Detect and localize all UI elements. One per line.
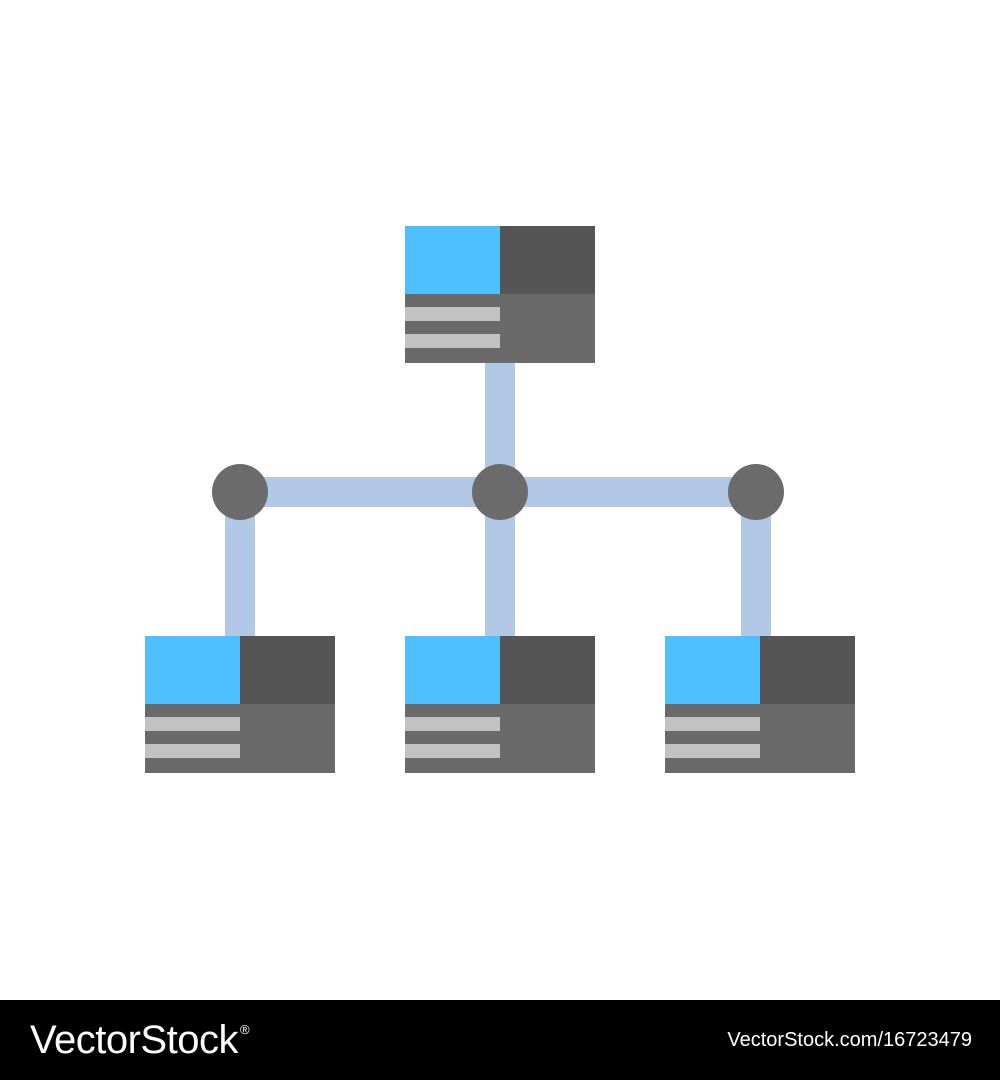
junction-dot-left bbox=[212, 464, 268, 520]
junction-dot-center bbox=[472, 464, 528, 520]
registered-mark: ® bbox=[239, 1021, 250, 1037]
child-node-left bbox=[145, 636, 335, 773]
brand-name: VectorStock bbox=[30, 1017, 238, 1062]
server-window-icon bbox=[405, 226, 595, 363]
watermark-footer: VectorStock® VectorStock.com/16723479 bbox=[0, 1000, 1000, 1080]
hierarchy-diagram bbox=[145, 226, 855, 773]
junction-dot-right bbox=[728, 464, 784, 520]
server-window-icon bbox=[405, 636, 595, 773]
image-id: VectorStock.com/16723479 bbox=[727, 1028, 972, 1051]
brand-logo: VectorStock® bbox=[30, 1017, 250, 1063]
child-node-center bbox=[405, 636, 595, 773]
child-node-right bbox=[665, 636, 855, 773]
root-node bbox=[405, 226, 595, 363]
server-window-icon bbox=[665, 636, 855, 773]
server-window-icon bbox=[145, 636, 335, 773]
junctions bbox=[212, 464, 784, 520]
